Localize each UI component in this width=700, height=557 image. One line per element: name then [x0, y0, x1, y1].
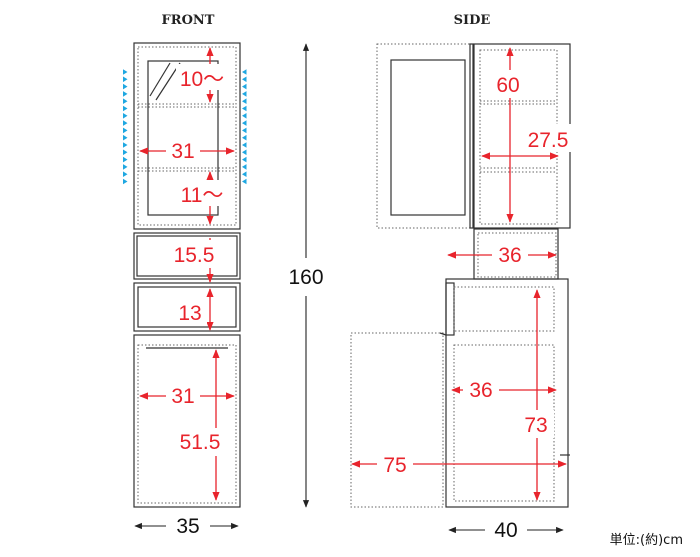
shelf-adjust-marker: [123, 91, 128, 97]
side-door-open-depth-label: 75: [383, 454, 406, 477]
front-opening-height-label: 15.5: [174, 244, 215, 267]
side-lower-depth-label: 36: [469, 379, 492, 402]
shelf-adjust-marker: [123, 171, 128, 177]
shelf-adjust-marker: [242, 120, 247, 126]
front-view: 10～ 31 11～ 15.5 13 31 51.5 35: [123, 42, 247, 538]
shelf-adjust-marker: [242, 149, 247, 156]
shelf-adjust-marker: [123, 83, 128, 90]
side-open-lower-door: [350, 332, 444, 508]
shelf-adjust-marker: [242, 83, 247, 90]
shelf-adjust-marker: [242, 69, 247, 75]
shelf-adjust-marker: [123, 105, 128, 112]
front-inner-width-upper-label: 31: [171, 140, 194, 163]
shelf-adjust-marker: [242, 171, 247, 177]
shelf-adjust-marker: [123, 178, 128, 185]
lower-cabinet: [133, 334, 241, 508]
total-height-label: 160: [288, 266, 323, 289]
front-shelf-pitch-lower-label: 11～: [181, 184, 224, 207]
side-door-height-label: 60: [496, 74, 519, 97]
shelf-adjust-marker: [242, 91, 247, 97]
shelf-adjust-marker: [123, 76, 128, 83]
shelf-adjust-marker: [123, 98, 128, 104]
shelf-adjust-marker: [242, 105, 247, 112]
shelf-adjust-marker: [242, 134, 247, 141]
shelf-adjust-marker: [242, 127, 247, 134]
shelf-adjust-markers-right: [242, 69, 247, 185]
front-title: FRONT: [162, 13, 215, 28]
side-middle-depth-label: 36: [498, 244, 521, 267]
shelf-adjust-marker: [123, 120, 128, 126]
side-total-depth-label: 40: [494, 519, 517, 542]
shelf-adjust-marker: [242, 156, 247, 163]
shelf-adjust-marker: [123, 164, 128, 170]
shelf-adjust-marker: [242, 113, 247, 119]
side-title: SIDE: [454, 13, 491, 28]
shelf-adjust-marker: [242, 98, 247, 104]
glass-door: [147, 60, 219, 216]
shelf-adjust-markers-left: [123, 69, 128, 185]
front-total-width-label: 35: [176, 515, 199, 538]
front-inner-width-lower-label: 31: [171, 385, 194, 408]
shelf-adjust-marker: [123, 156, 128, 163]
shelf-adjust-marker: [123, 134, 128, 141]
side-view: 60 27.5 36 36 73 75 40: [350, 43, 572, 542]
shelf-adjust-marker: [242, 76, 247, 83]
front-lower-height-label: 51.5: [180, 431, 221, 454]
total-height-dimension: 160: [288, 43, 324, 508]
side-upper-depth-label: 27.5: [528, 129, 569, 152]
shelf-adjust-marker: [123, 113, 128, 119]
shelf-adjust-marker: [123, 127, 128, 134]
drawer: [133, 282, 241, 332]
shelf-adjust-marker: [242, 164, 247, 170]
side-lower-height-label: 73: [524, 414, 547, 437]
shelf-adjust-marker: [242, 142, 247, 148]
unit-label: 単位:(約)cm: [610, 532, 683, 548]
shelf-adjust-marker: [123, 149, 128, 156]
open-niche: [133, 232, 241, 280]
shelf-adjust-marker: [123, 69, 128, 75]
side-open-door: [376, 43, 471, 229]
front-drawer-height-label: 13: [178, 302, 201, 325]
shelf-adjust-marker: [242, 178, 247, 185]
shelf-adjust-marker: [123, 142, 128, 148]
front-shelf-pitch-top-label: 10～: [180, 68, 224, 91]
